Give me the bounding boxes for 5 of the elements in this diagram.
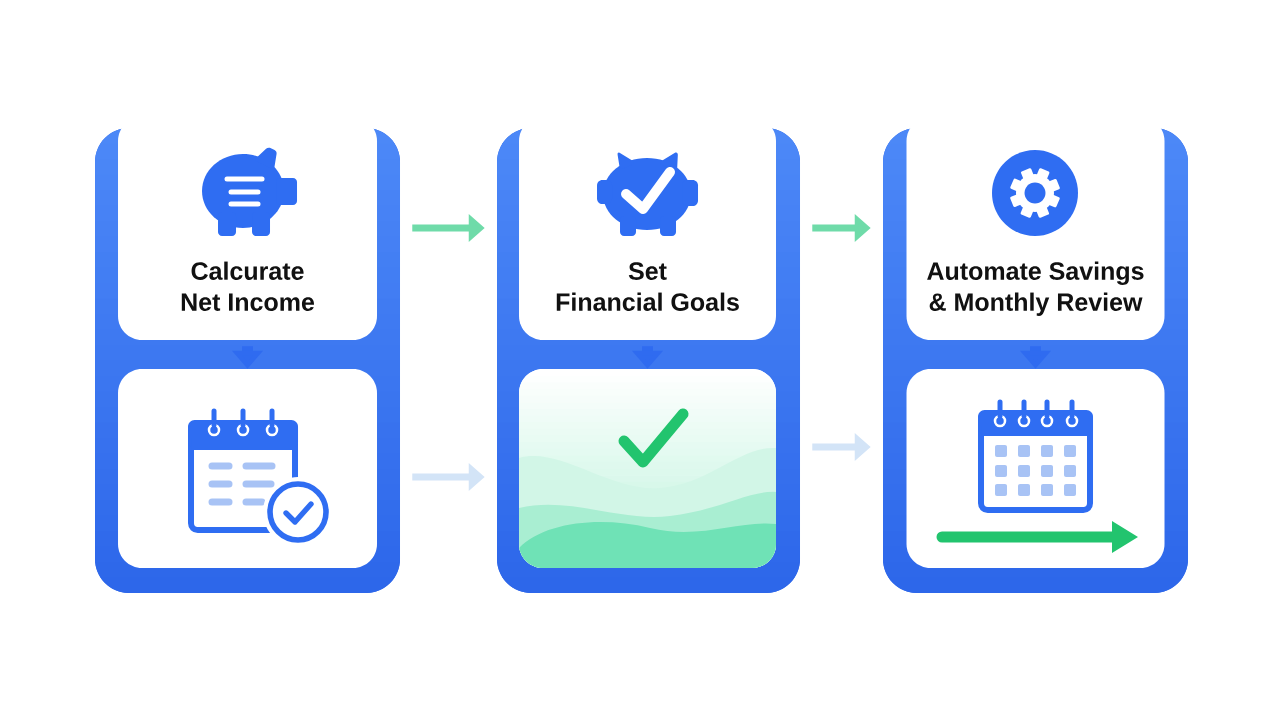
illustration-card	[519, 369, 776, 568]
node-label: Set Financial Goals	[556, 262, 739, 311]
node-label: Automate Savings & Monthly Review	[927, 261, 1144, 316]
node-label: Calcurate Net Income	[181, 261, 315, 311]
step-card: Calcurate Net Income	[118, 117, 377, 340]
